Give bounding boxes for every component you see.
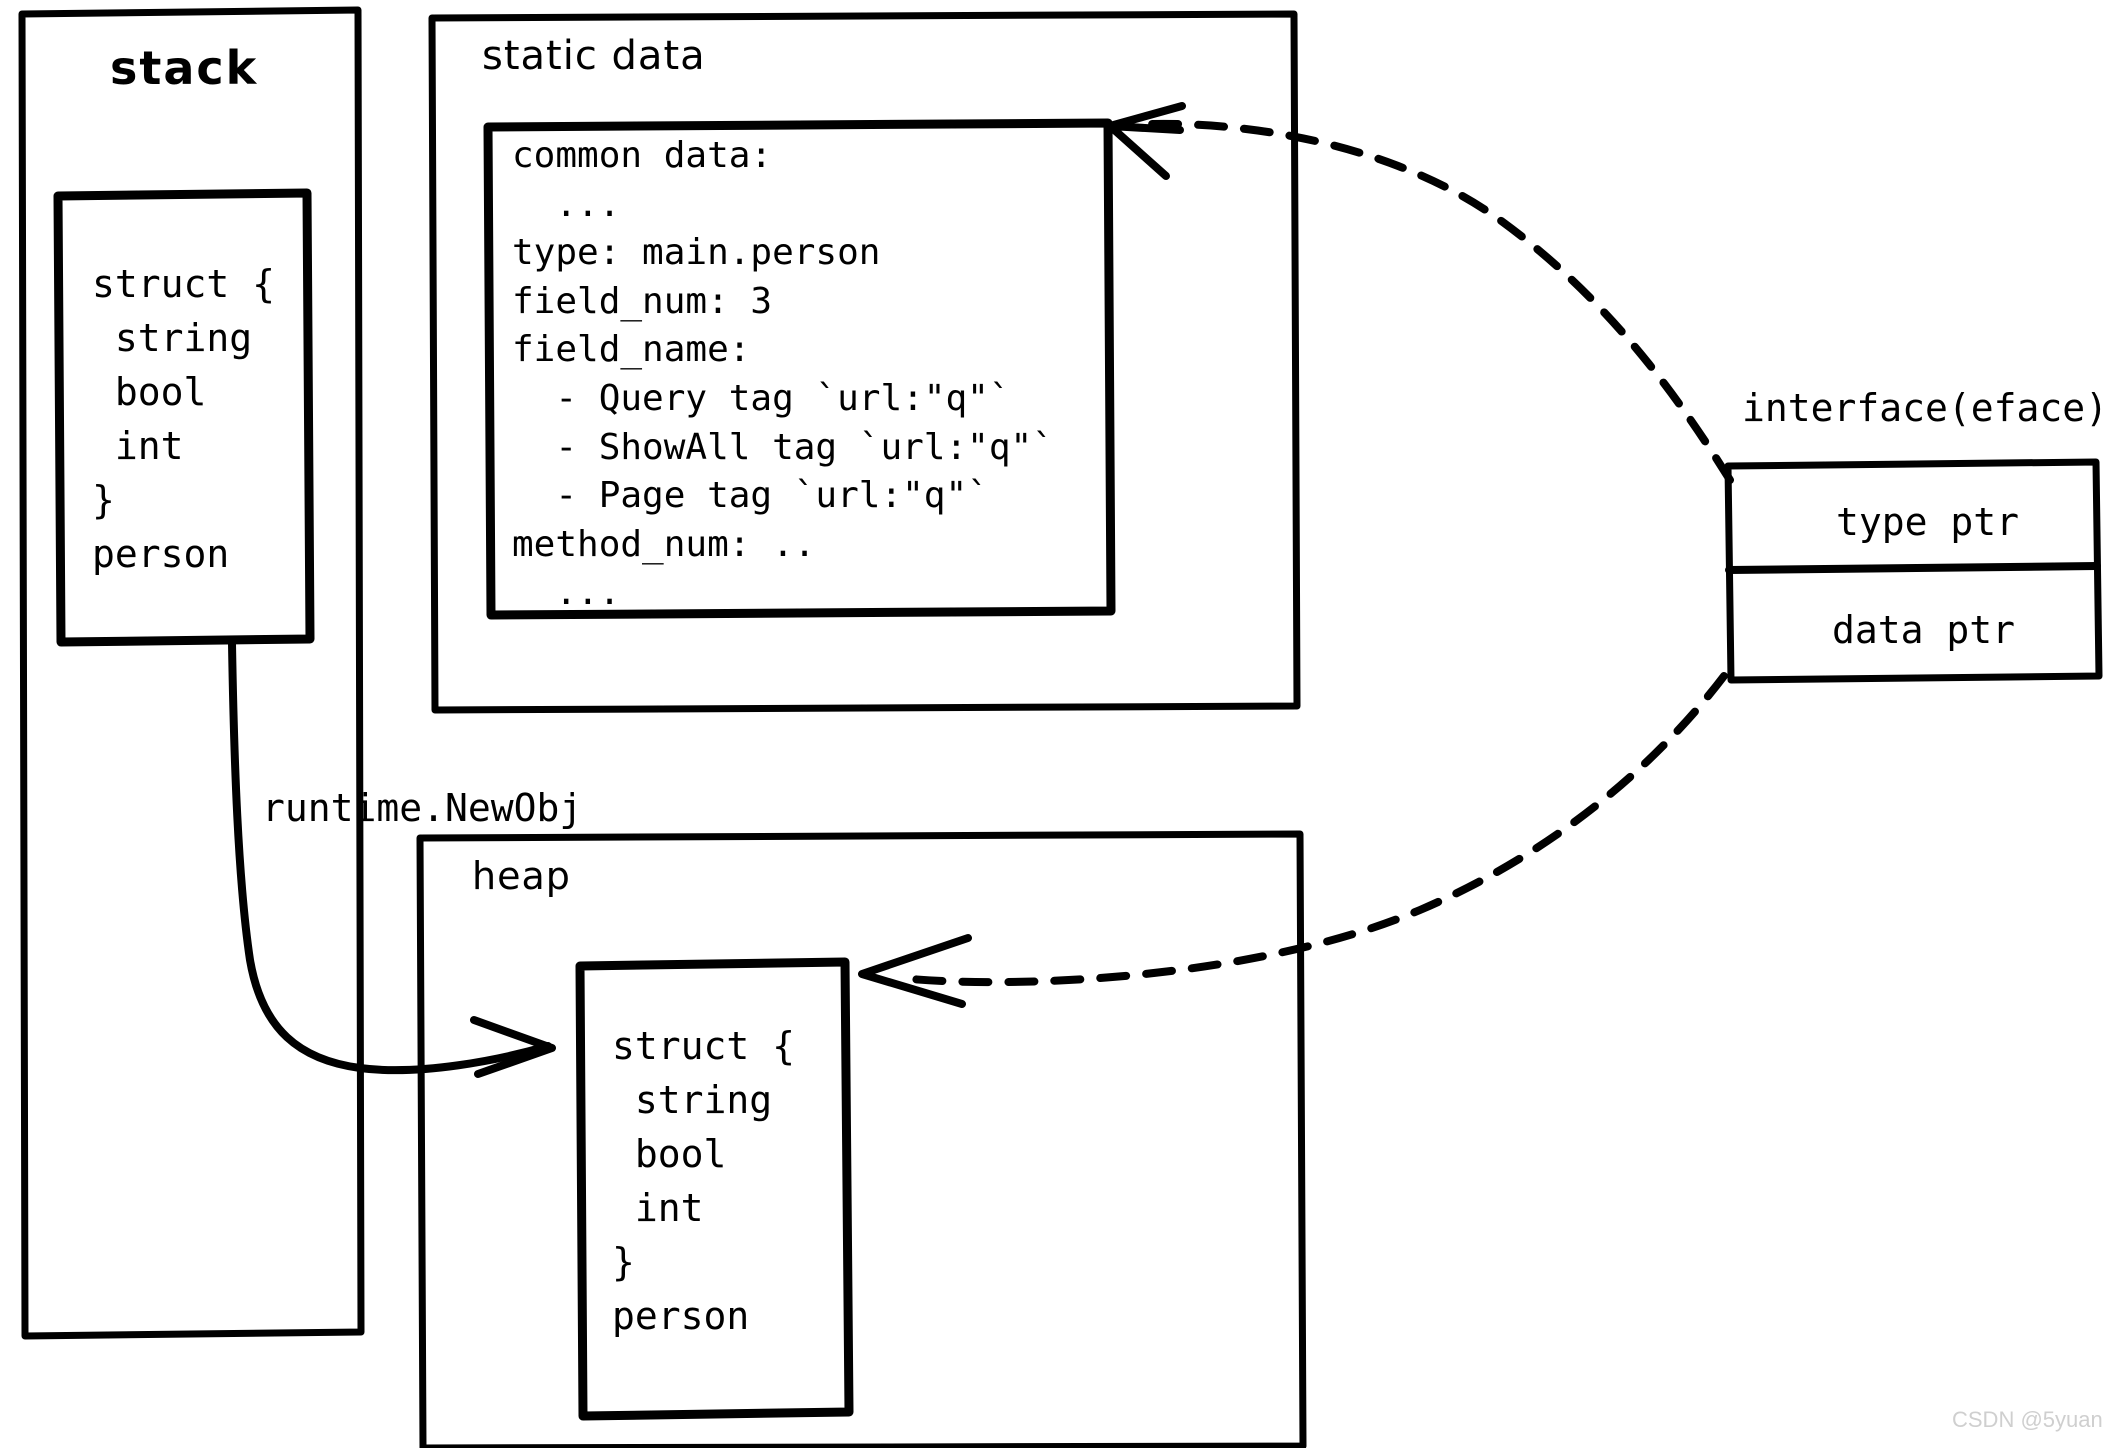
- static-data-heading: static data: [482, 33, 706, 79]
- heap-heading: heap: [472, 854, 571, 898]
- stack-box: [18, 6, 365, 1340]
- runtime-newobj-label: runtime.NewObj: [262, 786, 583, 830]
- interface-type-ptr-label: type ptr: [1836, 500, 2020, 544]
- arrow-data-ptr-to-heap-object: [896, 672, 1728, 987]
- watermark: CSDN @5yuan: [1952, 1407, 2103, 1432]
- arrowhead-data-ptr: [858, 934, 972, 1008]
- stack-heading: stack: [110, 41, 259, 95]
- stack-struct-text: struct { string bool int } person: [92, 262, 276, 576]
- heap-box: [416, 830, 1307, 1448]
- interface-data-ptr-label: data ptr: [1832, 608, 2016, 652]
- arrow-type-ptr-to-static-data: [1148, 119, 1734, 484]
- interface-eface-heading: interface(eface): [1742, 386, 2109, 430]
- heap-struct-text: struct { string bool int } person: [612, 1024, 796, 1338]
- arrowhead-type-ptr: [1106, 102, 1186, 180]
- type-descriptor-text: common data: ... type: main.person field…: [512, 135, 1054, 614]
